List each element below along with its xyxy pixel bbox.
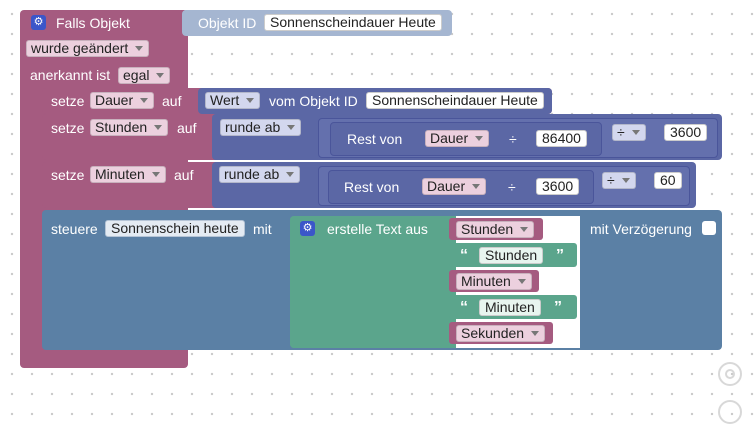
divide-symbol-minuten: ÷ <box>508 179 516 195</box>
remainder-label-minuten: Rest von <box>344 179 400 195</box>
item-var-minuten-dropdown[interactable]: Minuten <box>456 273 532 290</box>
object-id-value[interactable]: Sonnenscheindauer Heute <box>264 14 442 31</box>
dauer-dividend-minuten[interactable]: Dauer <box>422 178 487 195</box>
item-text-stunden-value[interactable]: Stunden <box>479 247 544 264</box>
value-dropdown[interactable]: Wert <box>205 92 261 109</box>
quote-close-icon: ” <box>554 299 562 316</box>
event-block-bottom-cap <box>20 355 188 367</box>
divisor-86400[interactable]: 86400 <box>536 130 587 147</box>
from-object-label: vom Objekt ID <box>269 93 358 109</box>
quote-open-icon: “ <box>460 247 468 264</box>
delay-label: mit Verzögerung <box>590 221 692 237</box>
control-label: steuere <box>51 221 98 237</box>
dauer-object-value[interactable]: Sonnenscheindauer Heute <box>366 92 544 109</box>
delay-checkbox[interactable] <box>702 221 716 235</box>
gear-icon[interactable]: ⚙ <box>31 15 46 30</box>
set-stunden-label: setze <box>51 120 85 136</box>
control-target[interactable]: Sonnenschein heute <box>105 220 245 237</box>
quote-close-icon: ” <box>556 247 564 264</box>
dauer-var-dropdown[interactable]: Dauer <box>90 92 155 109</box>
event-title: Falls Objekt <box>56 15 130 31</box>
item-text-minuten-value[interactable]: Minuten <box>479 299 541 316</box>
dauer-dividend-stunden[interactable]: Dauer <box>425 130 490 147</box>
item-var-stunden-dropdown[interactable]: Stunden <box>456 221 535 238</box>
outer-operator-minuten[interactable]: ÷ <box>602 172 636 189</box>
create-text-label: erstelle Text aus <box>327 221 428 237</box>
ack-label: anerkannt ist <box>30 67 111 83</box>
object-id-label: Objekt ID <box>198 15 257 31</box>
outer-operator-stunden[interactable]: ÷ <box>612 124 646 141</box>
round-down-dropdown-stunden[interactable]: runde ab <box>220 119 302 136</box>
set-dauer-to: auf <box>162 93 182 109</box>
set-minuten-label: setze <box>51 167 85 183</box>
quote-open-icon: “ <box>460 299 468 316</box>
remainder-label-stunden: Rest von <box>347 131 403 147</box>
outer-value-3600[interactable]: 3600 <box>664 124 708 141</box>
changed-dropdown[interactable]: wurde geändert <box>26 40 150 57</box>
set-dauer-label: setze <box>51 93 85 109</box>
minuten-var-dropdown[interactable]: Minuten <box>90 166 166 183</box>
control-with: mit <box>253 221 272 237</box>
gear-icon[interactable]: ⚙ <box>300 221 315 236</box>
stunden-var-dropdown[interactable]: Stunden <box>90 119 169 136</box>
round-down-dropdown-minuten[interactable]: runde ab <box>219 166 301 183</box>
create-text-left-strip <box>290 216 446 348</box>
divisor-3600[interactable]: 3600 <box>536 178 580 195</box>
divide-symbol-stunden: ÷ <box>509 131 517 147</box>
zoom-in-icon[interactable] <box>718 400 742 424</box>
ack-dropdown[interactable]: egal <box>118 67 171 84</box>
target-icon[interactable] <box>718 362 742 386</box>
set-minuten-to: auf <box>174 167 194 183</box>
item-var-sekunden-dropdown[interactable]: Sekunden <box>456 325 546 342</box>
set-stunden-to: auf <box>177 120 197 136</box>
outer-value-60[interactable]: 60 <box>654 172 682 189</box>
